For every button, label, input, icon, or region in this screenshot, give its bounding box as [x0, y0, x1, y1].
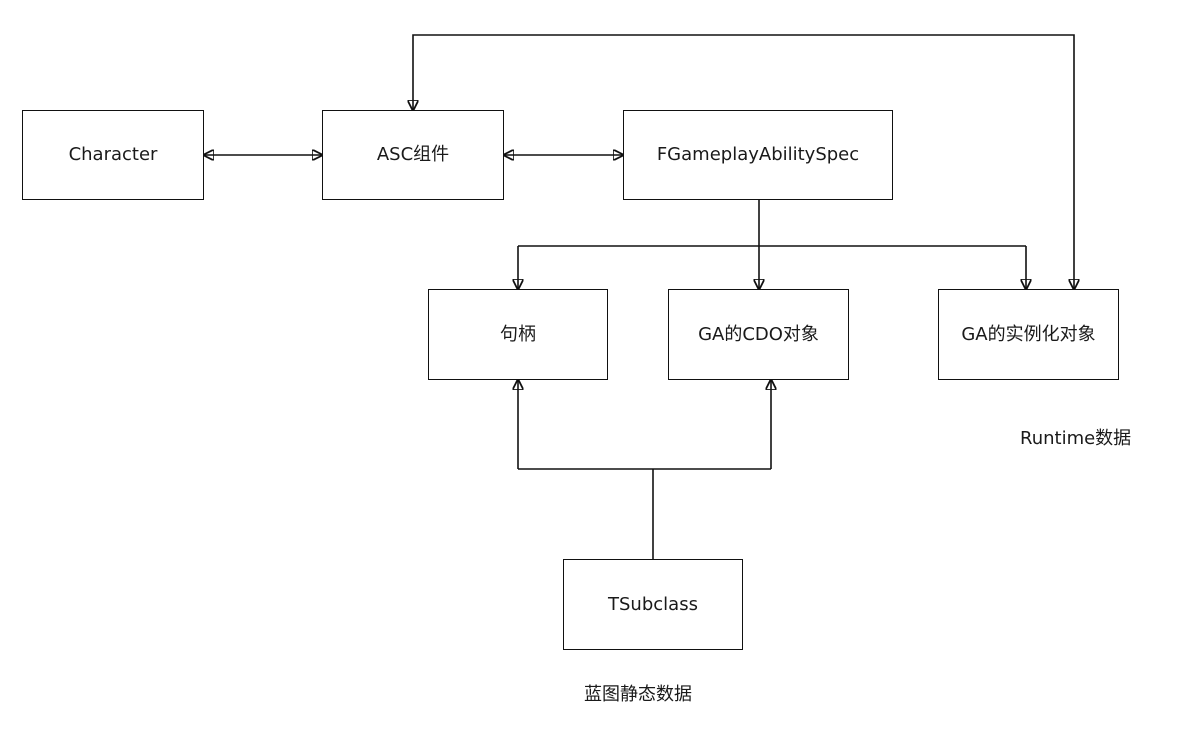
node-tsubclass-label: TSubclass: [608, 593, 698, 615]
edge-instance-asc: [413, 34, 1074, 289]
annotation-blueprint-static: 蓝图静态数据: [584, 684, 692, 705]
node-instance: GA的实例化对象: [938, 289, 1119, 380]
node-character-label: Character: [68, 144, 158, 165]
node-handle: 句柄: [428, 289, 608, 380]
node-handle-label: 句柄: [500, 323, 536, 345]
node-asc-label: ASC组件: [376, 144, 450, 165]
node-cdo: GA的CDO对象: [668, 289, 849, 380]
node-asc: ASC组件: [322, 110, 504, 200]
node-instance-label: GA的实例化对象: [961, 323, 1096, 345]
node-spec-label: FGameplayAbilitySpec: [656, 144, 860, 165]
node-character: Character: [22, 110, 204, 200]
node-spec: FGameplayAbilitySpec: [623, 110, 893, 200]
node-cdo-label: GA的CDO对象: [698, 323, 819, 345]
annotation-runtime: Runtime数据: [1020, 428, 1132, 449]
node-tsubclass: TSubclass: [563, 559, 743, 650]
